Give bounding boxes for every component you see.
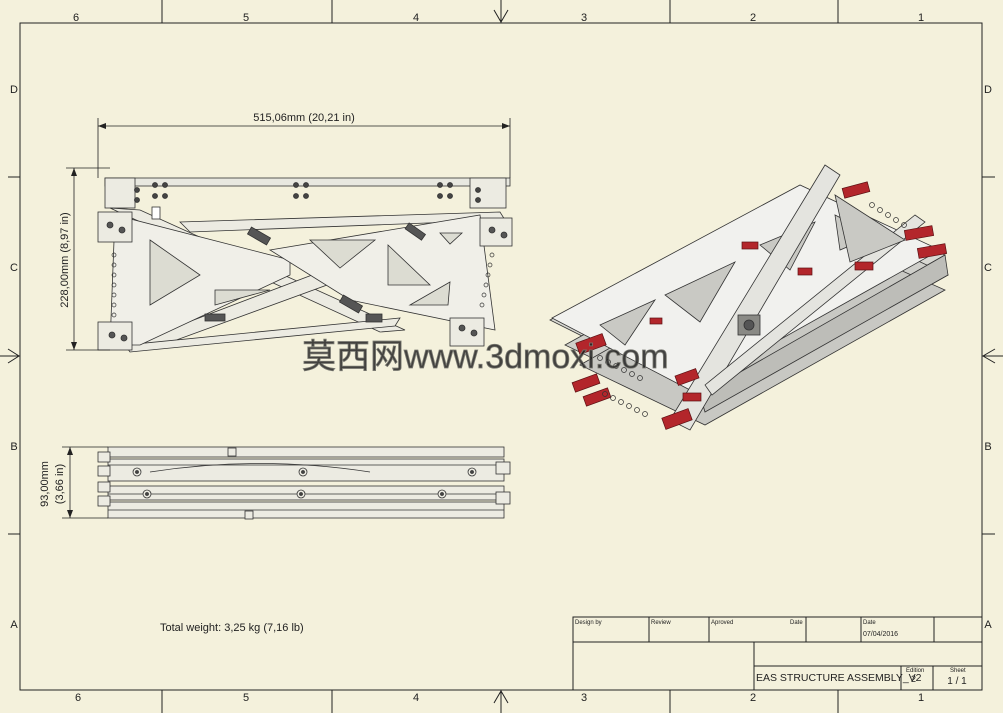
total-weight: Total weight: 3,25 kg (7,16 lb) (160, 622, 304, 634)
zone-row-right-a: A (984, 619, 992, 631)
isometric-view (549, 164, 949, 431)
zone-col-top-4: 4 (413, 12, 419, 24)
zone-col-top-6: 6 (73, 12, 79, 24)
front-view (97, 177, 513, 353)
zone-row-left-b: B (10, 441, 17, 453)
title-block-date-value: 07/04/2016 (863, 631, 898, 638)
zone-row-left-d: D (10, 84, 18, 96)
zone-row-right-c: C (984, 262, 992, 274)
zone-col-top-2: 2 (750, 12, 756, 24)
height-dimension-label: 228,00mm (8,97 in) (59, 212, 71, 307)
front-view-chain (111, 252, 495, 318)
zone-col-bottom-1: 1 (918, 692, 924, 704)
title-block-sheet-label: Sheet (950, 668, 966, 674)
zone-row-left-a: A (10, 619, 18, 631)
zone-labels: 6 5 4 3 2 1 6 5 4 3 2 1 D C B A D C B A (10, 12, 992, 704)
zone-col-bottom-5: 5 (243, 692, 249, 704)
title-block (572, 616, 983, 691)
thickness-dimension (62, 446, 108, 519)
zone-row-right-b: B (984, 441, 991, 453)
title-block-design-by: Design by (575, 620, 602, 626)
zone-col-bottom-4: 4 (413, 692, 419, 704)
title-block-edition-label: Edition (906, 668, 924, 674)
title-block-date-label-2: Date (863, 620, 876, 626)
zone-row-left-c: C (10, 262, 18, 274)
zone-row-right-d: D (984, 84, 992, 96)
width-dimension-label: 515,06mm (20,21 in) (253, 112, 355, 124)
title-block-approved: Aproved (711, 620, 733, 626)
title-block-date-label-1: Date (790, 620, 803, 626)
thickness-dimension-mm: 93,00mm (39, 461, 51, 507)
zone-col-top-3: 3 (581, 12, 587, 24)
zone-col-bottom-3: 3 (581, 692, 587, 704)
zone-col-top-5: 5 (243, 12, 249, 24)
zone-col-bottom-6: 6 (75, 692, 81, 704)
title-block-review: Review (651, 620, 671, 626)
isometric-red-clamps (571, 181, 948, 430)
isometric-chain (597, 202, 907, 417)
thickness-dimension-in: (3,66 in) (54, 464, 66, 504)
width-dimension (97, 118, 511, 178)
height-dimension (66, 167, 110, 351)
title-block-edition-value: 2 (911, 674, 916, 684)
title-block-drawing-title: EAS STRUCTURE ASSEMBLY_V2 (756, 672, 922, 684)
zone-col-bottom-2: 2 (750, 692, 756, 704)
zone-col-top-1: 1 (918, 12, 924, 24)
title-block-sheet-value: 1 / 1 (947, 676, 967, 687)
side-view (97, 446, 511, 520)
watermark-text: 莫西网www.3dmoxi.com (302, 338, 669, 376)
